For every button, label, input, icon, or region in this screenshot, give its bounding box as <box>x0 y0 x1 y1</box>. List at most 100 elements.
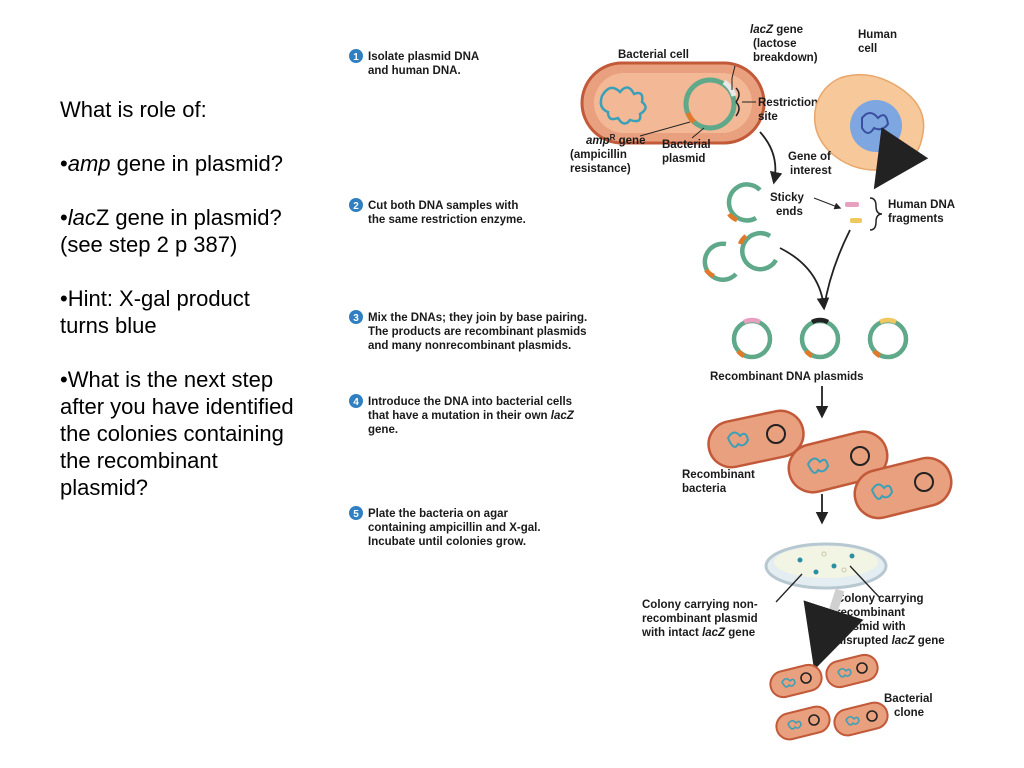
step-1: 1 Isolate plasmid DNA and human DNA. <box>349 49 479 77</box>
step-number-badge <box>349 506 363 520</box>
label-recombinant-colony: Colony carrying <box>836 593 924 605</box>
step-line: Isolate plasmid DNA <box>368 51 479 63</box>
question-lacz-rest: Z gene in plasmid? <box>95 205 282 230</box>
clone-bacterium <box>833 701 889 737</box>
label-nonrecombinant-colony: with intact lacZ gene <box>641 627 755 639</box>
step-line: Cut both DNA samples with <box>368 200 518 212</box>
bacterial-plasmid <box>683 77 737 131</box>
recombinant-plasmid <box>731 317 773 360</box>
arrow-colony-to-clone <box>803 588 864 670</box>
arrow-step1-to-2 <box>759 131 783 185</box>
label-ampr: ampR gene <box>586 133 645 147</box>
label-nonrecombinant-colony: recombinant plasmid <box>642 613 758 625</box>
human-cell-illustration <box>813 73 925 171</box>
cloning-diagram: 1 Isolate plasmid DNA and human DNA. 2 C… <box>349 24 955 741</box>
question-amp-italic: amp <box>67 151 111 176</box>
leader-line <box>813 197 842 210</box>
arrow-human-to-fragments <box>873 127 929 190</box>
step-3: 3 Mix the DNAs; they join by base pairin… <box>349 310 587 352</box>
label-recombinant-bacteria: Recombinant <box>682 469 755 481</box>
step-line: the same restriction enzyme. <box>368 214 526 226</box>
step-line: containing ampicillin and X-gal. <box>368 522 541 534</box>
step-number-badge <box>349 310 363 324</box>
next-line3: the colonies containing <box>60 421 284 446</box>
blue-colony <box>849 553 855 559</box>
arrow-fragments-to-3 <box>823 229 851 309</box>
label-gene-of-interest: Gene of <box>788 151 831 163</box>
next-line4: the recombinant <box>60 448 218 473</box>
cut-plasmid <box>702 241 738 282</box>
label-plasmid: Bacterial <box>662 139 711 151</box>
clone-bacterium <box>769 663 823 699</box>
leader-line <box>691 127 705 139</box>
blue-colony <box>797 557 803 563</box>
step-line: Mix the DNAs; they join by base pairing. <box>368 312 587 324</box>
question-amp: •amp gene in plasmid? <box>60 150 350 177</box>
step-line: Introduce the DNA into bacterial cells <box>368 396 572 408</box>
step-number: 3 <box>353 313 359 324</box>
label-recombinant-colony: recombinant <box>836 607 905 619</box>
step-number-badge <box>349 49 363 63</box>
blue-colony <box>813 569 819 575</box>
label-lacz-line: breakdown) <box>753 52 818 64</box>
hint-line1: •Hint: X-gal product <box>60 286 250 311</box>
step-4: 4 Introduce the DNA into bacterial cells… <box>349 394 575 436</box>
label-recombinant-bacteria: bacteria <box>682 483 727 495</box>
hint-line2: turns blue <box>60 313 157 338</box>
step-line: that have a mutation in their own lacZ <box>368 410 575 422</box>
question-panel: What is role of: •amp gene in plasmid? •… <box>60 96 350 528</box>
step-line: and many nonrecombinant plasmids. <box>368 340 571 352</box>
nucleus <box>850 100 902 152</box>
step-5: 5 Plate the bacteria on agar containing … <box>349 506 541 548</box>
step-line: Plate the bacteria on agar <box>368 508 508 520</box>
human-dna-fragment <box>850 218 862 223</box>
step-line: gene. <box>368 424 398 436</box>
label-human-dna-fragments: fragments <box>888 213 944 225</box>
next-line5: plasmid? <box>60 475 149 500</box>
step-number: 1 <box>353 52 359 63</box>
label-gene-of-interest: interest <box>790 165 832 177</box>
human-dna-fragment <box>845 202 859 207</box>
label-human-cell: cell <box>858 43 877 55</box>
arrow-step2-to-3 <box>779 247 830 311</box>
next-line2: after you have identified <box>60 394 294 419</box>
label-lacz-line: (lactose <box>753 38 796 50</box>
cut-plasmid <box>726 182 762 223</box>
petri-dish <box>764 542 888 590</box>
leader-line <box>639 121 691 137</box>
leader-line <box>775 573 803 603</box>
label-bacterial-clone: Bacterial <box>884 693 933 705</box>
cut-plasmid <box>737 230 778 272</box>
white-colony <box>821 551 827 557</box>
step-number-badge <box>349 198 363 212</box>
step-number: 2 <box>353 201 359 212</box>
label-ampr-line: resistance) <box>570 163 631 175</box>
nonrecombinant-plasmid <box>799 317 841 360</box>
question-lacz-italic: lac <box>67 205 96 230</box>
step-2: 2 Cut both DNA samples with the same res… <box>349 198 526 226</box>
bullet: • <box>60 151 68 176</box>
label-recombinant-colony: disrupted lacZ gene <box>836 635 945 647</box>
step-number: 5 <box>353 509 359 520</box>
label-human-cell: Human <box>858 29 897 41</box>
label-plasmid: plasmid <box>662 153 705 165</box>
label-human-dna-fragments: Human DNA <box>888 199 955 211</box>
fragments-bracket <box>869 197 883 231</box>
blue-colony <box>831 563 837 569</box>
step-line: The products are recombinant plasmids <box>368 326 587 338</box>
step-line: Incubate until colonies grow. <box>368 536 526 548</box>
bacterial-chromosome <box>599 86 647 125</box>
label-restriction: site <box>758 111 778 123</box>
bacterial-cell-illustration <box>580 61 766 145</box>
bullet: • <box>60 205 68 230</box>
label-lacz: lacZ gene <box>750 24 803 36</box>
question-heading: What is role of: <box>60 97 207 122</box>
question-amp-rest: gene in plasmid? <box>110 151 283 176</box>
clone-bacterium <box>775 705 831 741</box>
recombinant-bacterium <box>707 409 805 469</box>
label-bacterial-cell: Bacterial cell <box>618 49 689 61</box>
label-recombinant-colony: plasmid with <box>836 621 906 633</box>
label-sticky-ends: ends <box>776 206 803 218</box>
